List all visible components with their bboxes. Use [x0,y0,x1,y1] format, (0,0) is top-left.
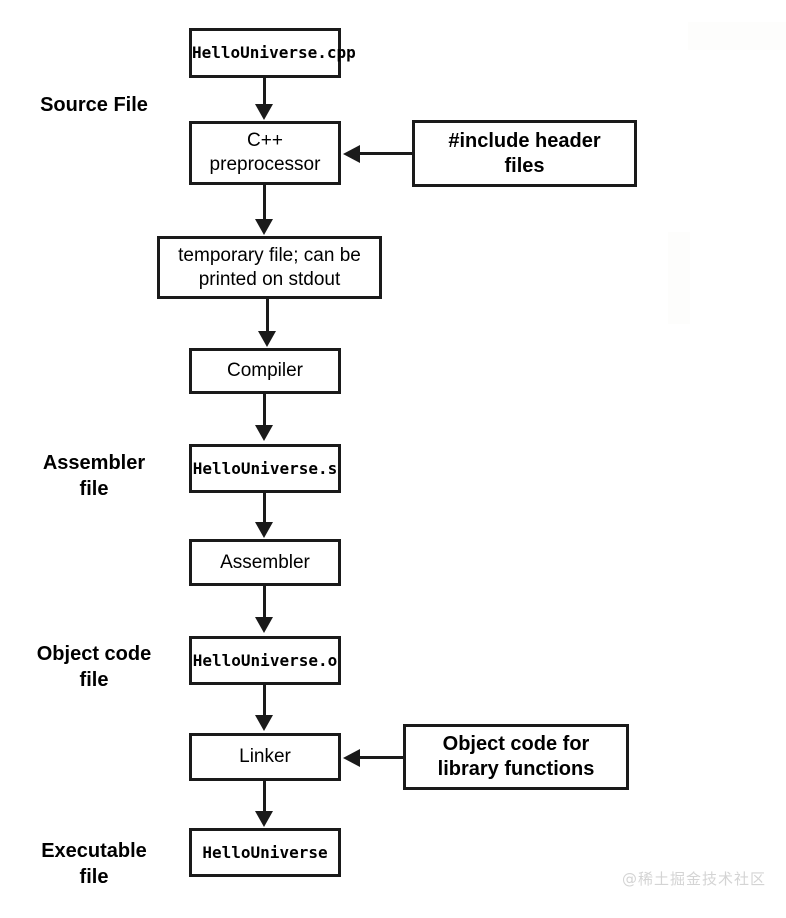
arrowhead-library-to-linker [343,749,360,767]
connector-assembler-to-object-file [263,586,266,619]
scan-artifact [668,232,690,324]
node-library-objects-label: Object code for library functions [437,733,595,780]
node-linker[interactable]: Linker [189,733,341,781]
node-assembler-label: Assembler [220,551,310,573]
node-executable-label: HelloUniverse [202,842,328,862]
connector-temp-to-compiler [266,299,269,333]
node-linker-label: Linker [239,746,291,768]
connector-object-file-to-linker [263,685,266,717]
node-temporary-file-label: temporary file; can be printed on stdout [178,244,361,290]
arrowhead-asm-file-to-assembler [255,522,273,538]
node-executable[interactable]: HelloUniverse [189,828,341,877]
stage-label-assembler-file: Assembler file [42,452,146,500]
node-library-objects[interactable]: Object code for library functions [403,724,629,790]
connector-include-to-preprocessor [360,152,414,155]
node-compiler[interactable]: Compiler [189,348,341,394]
node-assembler[interactable]: Assembler [189,539,341,586]
node-object-file-label: HelloUniverse.o [192,650,338,670]
arrowhead-object-file-to-linker [255,715,273,731]
connector-preprocessor-to-temp [263,185,266,221]
connector-source-to-preprocessor [263,78,266,106]
connector-linker-to-executable [263,781,266,813]
node-include-headers-label: #include header files [448,129,601,177]
node-assembler-file[interactable]: HelloUniverse.s [189,444,341,493]
node-preprocessor[interactable]: C++ preprocessor [189,121,341,185]
arrowhead-compiler-to-asm-file [255,425,273,441]
arrowhead-linker-to-executable [255,811,273,827]
node-object-file[interactable]: HelloUniverse.o [189,636,341,685]
scan-artifact [688,22,786,50]
connector-library-to-linker [360,756,405,759]
stage-label-object-code-file: Object code file [36,643,152,691]
node-source-file[interactable]: HelloUniverse.cpp [189,28,356,78]
node-assembler-file-label: HelloUniverse.s [192,458,338,478]
node-compiler-label: Compiler [226,360,304,382]
stage-label-source-file: Source File [40,94,148,116]
connector-asm-file-to-assembler [263,493,266,524]
node-temporary-file[interactable]: temporary file; can be printed on stdout [157,236,382,299]
node-preprocessor-label: C++ preprocessor [209,130,321,175]
watermark: @稀土掘金技术社区 [622,870,767,888]
arrowhead-temp-to-compiler [258,331,276,347]
arrowhead-preprocessor-to-temp [255,219,273,235]
stage-label-executable-file: Executable file [41,840,147,888]
connector-compiler-to-asm-file [263,394,266,427]
arrowhead-assembler-to-object-file [255,617,273,633]
node-source-file-label: HelloUniverse.cpp [192,43,356,62]
arrowhead-include-to-preprocessor [343,145,360,163]
node-include-headers[interactable]: #include header files [412,120,637,187]
arrowhead-source-to-preprocessor [255,104,273,120]
